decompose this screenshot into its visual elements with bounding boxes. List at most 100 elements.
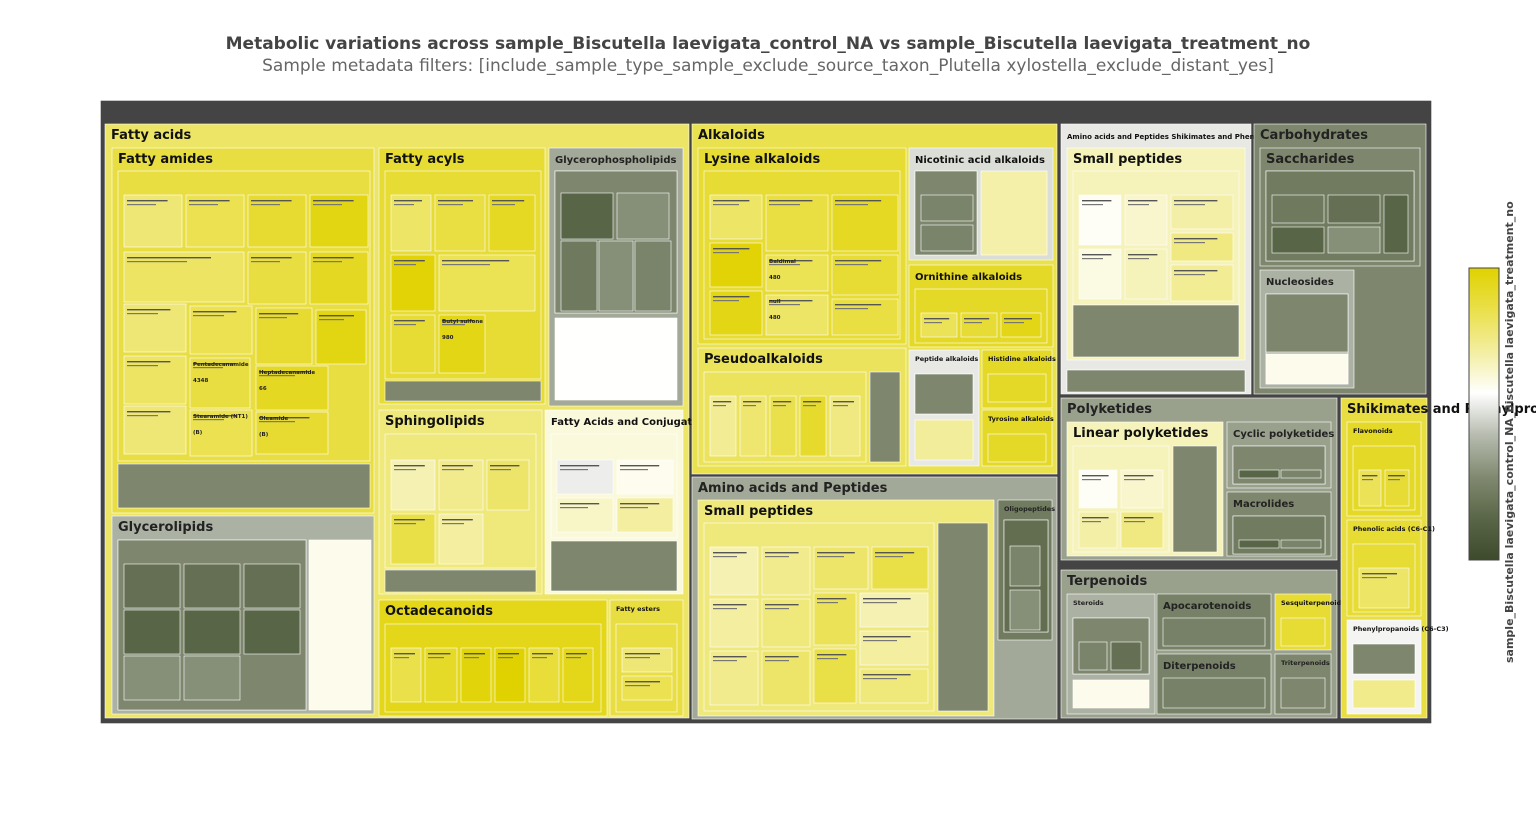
leaf-text-line [803,401,822,403]
chart-subtitle: Sample metadata filters: [include_sample… [262,56,1274,76]
leaf-node [185,194,245,248]
leaf-text-line [189,204,218,206]
leaf-node [761,546,811,596]
leaf-text-line [924,322,942,324]
leaf-node [1383,194,1409,254]
leaf-text-line [835,204,868,206]
leaf-node [390,459,436,511]
leaf-text-line [863,674,911,676]
leaf-text-line [193,415,237,417]
leaf-text-line [1174,200,1218,202]
leaf-text-line [259,375,295,377]
leaf-text-line [620,507,648,509]
leaf-node [960,312,998,338]
leaf-node [709,650,759,706]
leaf-node [1271,226,1325,254]
leaf-node [920,224,974,252]
leaf-text-line [835,264,868,266]
leaf-text-line [1124,517,1154,519]
leaf-text-line [769,200,813,202]
group-label-alkaloids: Alkaloids [698,128,765,143]
leaf-text-line [193,419,224,421]
leaf-text-line [773,405,786,407]
leaf-text-line [765,604,799,606]
leaf-text-line [498,653,519,655]
leaf-node [247,251,307,305]
leaf-node [554,317,678,401]
leaf-text-line [193,363,235,365]
leaf-text-line [833,405,848,407]
leaf-text-line [127,365,158,367]
leaf-node [1280,539,1322,549]
group-label-fatty-acids: Fatty acids [111,128,192,143]
leaf-text-line [1362,479,1373,481]
leaf-text-line [835,304,882,306]
subgroup-label-linear-polyketides: Linear polyketides [1073,426,1209,441]
leaf-node [486,459,530,511]
leaf-text-line [1128,254,1158,256]
subgroup-label-ornithine-alkaloids: Ornithine alkaloids [915,272,1022,283]
leaf-node [390,254,436,312]
leaf-text-line [625,681,660,683]
leaf-node [1000,312,1042,338]
leaf-node [560,192,614,240]
leaf-text-line [394,469,416,471]
leaf-text-line [817,654,847,656]
leaf-node [488,194,536,252]
leaf-text-line [442,264,490,266]
subgroup-label-pseudoalkaloids: Pseudoalkaloids [704,352,823,367]
leaf-node [424,647,458,703]
subgroup-label-glycerolipids: Glycerolipids [118,520,213,535]
leaf-text-line [713,608,737,610]
leaf-text-line [394,260,425,262]
leaf-value: 480 [769,315,781,321]
leaf-text-line [259,313,299,315]
subgroup-label-triterpenoids: Triterpenoids [1281,659,1330,667]
leaf-value: (B) [193,430,203,436]
leaf-text-line [773,401,792,403]
leaf-text-line [251,200,292,202]
leaf-node-dark [1072,304,1240,358]
leaf-text-line [1004,318,1032,320]
leaf-node [309,251,369,305]
leaf-node [438,254,536,312]
leaf-text-line [863,640,897,642]
leaf-text-line [817,658,838,660]
subgroup-label-tyrosine-alkaloids: Tyrosine alkaloids [988,415,1054,423]
leaf-node [914,419,974,461]
leaf-text-line [189,200,230,202]
leaf-text-line [833,401,854,403]
leaf-text-line [835,200,882,202]
subgroup-label-fatty-esters: Fatty esters [616,605,660,613]
leaf-text-line [532,653,553,655]
leaf-text-line [566,653,587,655]
leaf-text-line [1128,258,1149,260]
leaf-text-line [713,556,737,558]
leaf-text-line [127,261,187,263]
leaf-text-line [964,318,990,320]
leaf-text-line [769,204,800,206]
leaf-text-line [964,322,982,324]
leaf-node [621,647,673,673]
leaf-text-line [394,204,414,206]
leaf-node [616,192,670,240]
subgroup-label-macrolides: Macrolides [1233,499,1294,510]
leaf-node-dark [1265,293,1349,353]
leaf-text-line [713,604,747,606]
leaf-node [123,303,187,353]
leaf-label: Butyl sulfone [442,319,483,325]
subgroup-label-fatty-acids-and-conjugates: Fatty Acids and Conjugates [551,417,705,428]
leaf-text-line [193,315,224,317]
subgroup-label-cyclic-polyketides: Cyclic polyketides [1233,429,1334,440]
leaf-text-line [319,319,344,321]
leaf-text-line [127,200,168,202]
leaf-text-line [1124,521,1145,523]
subgroup-label-nicotinic-acid-alkaloids: Nicotinic acid alkaloids [915,155,1045,166]
leaf-node [709,598,759,648]
leaf-text-line [394,523,416,525]
leaf-text-line [1174,242,1205,244]
leaf-node [189,409,253,457]
leaf-node [438,513,484,565]
leaf-text-line [713,401,732,403]
leaf-value: 66 [259,386,267,392]
